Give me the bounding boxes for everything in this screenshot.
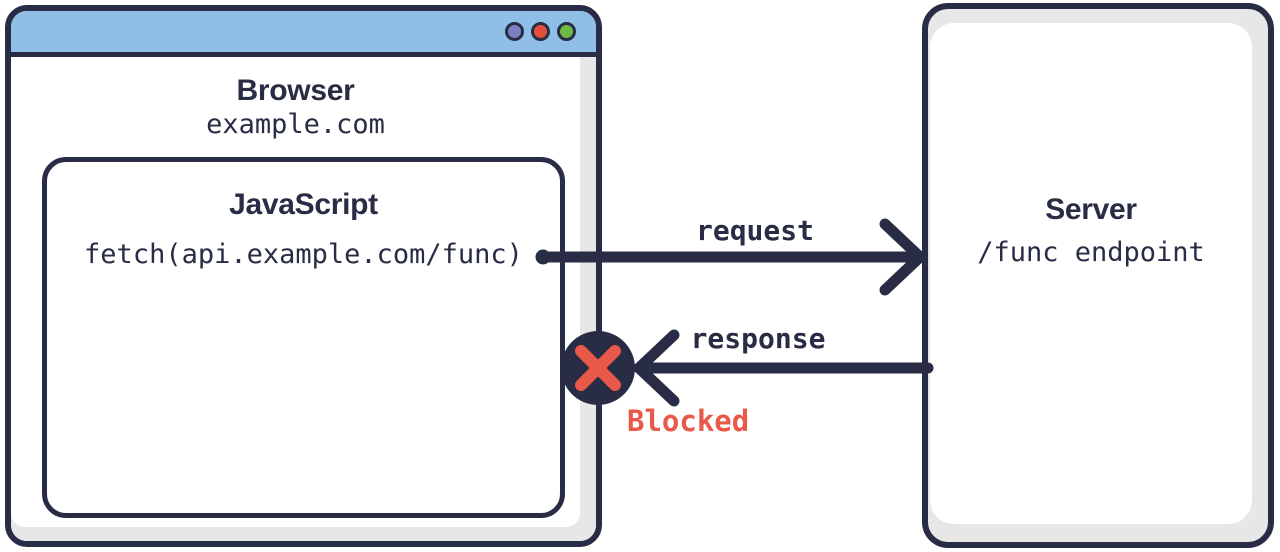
- server-box: Server /func endpoint: [922, 3, 1274, 548]
- window-dot-red-icon: [531, 22, 550, 41]
- response-label: response: [690, 322, 826, 355]
- server-content-panel: Server /func endpoint: [930, 23, 1252, 524]
- browser-window-body: Browser example.com JavaScript fetch(api…: [11, 57, 596, 541]
- browser-content-panel: Browser example.com JavaScript fetch(api…: [11, 57, 580, 527]
- browser-origin-label: example.com: [206, 109, 385, 140]
- server-endpoint-label: /func endpoint: [977, 237, 1205, 268]
- browser-label: Browser: [236, 74, 355, 107]
- javascript-label: JavaScript: [229, 188, 378, 221]
- window-dot-green-icon: [557, 22, 576, 41]
- request-label: request: [695, 214, 814, 247]
- window-dot-purple-icon: [505, 22, 524, 41]
- browser-titlebar: [11, 11, 596, 57]
- blocked-label: Blocked: [627, 404, 750, 438]
- fetch-code-text: fetch(api.example.com/func): [84, 239, 523, 270]
- browser-window: Browser example.com JavaScript fetch(api…: [5, 5, 602, 547]
- server-label: Server: [1045, 193, 1137, 226]
- javascript-box: JavaScript fetch(api.example.com/func): [42, 157, 565, 518]
